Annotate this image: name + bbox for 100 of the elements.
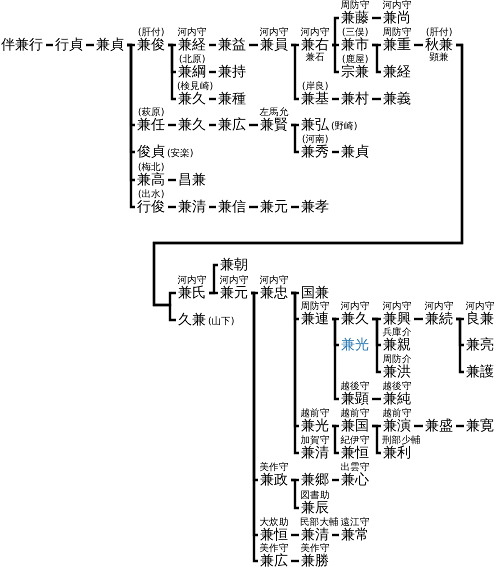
title-annotation: (梅北) xyxy=(138,162,164,173)
person-name: 兼綱 xyxy=(178,64,206,80)
person-name: 兼経 xyxy=(383,64,411,80)
person-name: 兼市 xyxy=(341,37,369,53)
person-name: 兼久 xyxy=(341,311,369,327)
title-annotation: 周防守 xyxy=(340,0,370,11)
lineage-line xyxy=(332,318,339,400)
person-name: 兼利 xyxy=(383,445,411,461)
person-name: 兼孝 xyxy=(301,199,329,215)
title-annotation: (山下) xyxy=(208,316,234,327)
person-name: 宗兼 xyxy=(341,64,369,80)
lineage-line xyxy=(332,98,339,100)
title-annotation: 刑部少輔 xyxy=(382,435,421,446)
title-annotation: 越前守 xyxy=(340,408,370,419)
person-name: 兼広 xyxy=(218,117,246,133)
lineage-line xyxy=(291,534,299,536)
person-name: 兼員 xyxy=(260,37,288,53)
title-annotation: (三俣) xyxy=(342,27,368,38)
person-name: 兼経 xyxy=(178,37,206,53)
lineage-line xyxy=(209,124,216,126)
title-annotation: 加賀守 xyxy=(300,435,330,446)
title-annotation: 河内守 xyxy=(177,275,207,286)
person-name: 兼秀 xyxy=(301,144,329,160)
person-name: 兼郷 xyxy=(301,472,329,488)
lineage-line xyxy=(209,292,218,294)
person-name: 兼演 xyxy=(383,418,411,434)
title-annotation: 周防守 xyxy=(382,27,412,38)
lineage-line xyxy=(372,16,381,20)
person-name: 兼久 xyxy=(178,91,206,107)
person-name: 兼久 xyxy=(178,117,206,133)
lineage-line xyxy=(456,318,464,374)
title-annotation: 顕兼 xyxy=(429,52,449,63)
person-name: 兼亮 xyxy=(466,337,494,353)
title-annotation: (肝付) xyxy=(138,27,164,38)
person-name: 昌兼 xyxy=(178,172,206,188)
title-annotation: (萩原) xyxy=(138,107,164,118)
lineage-line xyxy=(372,398,381,400)
person-name: 俊貞 xyxy=(137,144,165,160)
person-name: 兼持 xyxy=(218,64,246,80)
person-name: 兼清 xyxy=(301,445,329,461)
person-name: 兼基 xyxy=(301,91,329,107)
person-name: 兼続 xyxy=(425,311,453,327)
title-annotation: 河内守 xyxy=(424,301,454,312)
title-annotation: 越後守 xyxy=(340,381,370,392)
person-name: 兼辰 xyxy=(301,500,329,516)
person-name: 兼貞 xyxy=(96,37,124,53)
lineage-line xyxy=(46,44,53,46)
title-annotation: (鹿屋) xyxy=(342,54,368,65)
person-name: 兼顕 xyxy=(341,391,369,407)
lineage-line xyxy=(291,206,299,208)
title-annotation: 河内守 xyxy=(219,275,249,286)
lineage-line xyxy=(332,44,339,74)
person-name: 兼貞 xyxy=(341,144,369,160)
title-annotation: 周防守 xyxy=(300,301,330,312)
person-name: 兼純 xyxy=(383,391,411,407)
person-name: 兼清 xyxy=(178,199,206,215)
lineage-line xyxy=(372,318,381,374)
lineage-line xyxy=(168,44,176,100)
person-name: 兼常 xyxy=(341,527,369,543)
person-name: 兼洪 xyxy=(383,364,411,380)
title-annotation: (検見崎) xyxy=(177,81,213,92)
person-name: 兼国 xyxy=(341,418,369,434)
title-annotation: 兵庫介 xyxy=(382,327,412,338)
lineage-line xyxy=(456,424,464,428)
person-name: 兼光 xyxy=(301,418,329,434)
lineage-line xyxy=(332,478,339,482)
person-name: 兼恒 xyxy=(260,527,288,543)
title-annotation: 河内守 xyxy=(259,275,289,286)
lineage-line xyxy=(291,560,299,562)
person-name: 兼村 xyxy=(341,91,369,107)
person-name: 兼義 xyxy=(383,91,411,107)
lineage-line xyxy=(168,206,176,208)
lineage-line xyxy=(291,292,299,454)
person-name: 兼元 xyxy=(260,199,288,215)
title-annotation: 遠江守 xyxy=(340,517,370,528)
lineage-line xyxy=(249,206,258,208)
lineage-line xyxy=(332,150,339,154)
person-name: 兼右 xyxy=(301,37,329,53)
person-name: 兼俊 xyxy=(137,37,165,53)
title-annotation: 美作守 xyxy=(259,462,289,473)
title-annotation: 河内守 xyxy=(340,301,370,312)
person-name: 兼種 xyxy=(218,91,246,107)
lineage-line xyxy=(291,44,299,100)
person-name: 兼尚 xyxy=(383,10,411,26)
lineage-line xyxy=(249,124,258,126)
person-name: 久兼 xyxy=(178,312,206,328)
person-name: 兼親 xyxy=(383,337,411,353)
title-annotation: (野崎) xyxy=(331,121,358,132)
lineage-line xyxy=(372,424,381,454)
title-annotation: 紀伊守 xyxy=(340,435,370,446)
person-name: 兼忠 xyxy=(260,285,288,301)
person-name: 兼任 xyxy=(137,117,165,133)
title-annotation: (河南) xyxy=(302,134,328,145)
title-annotation: 図書助 xyxy=(300,490,330,501)
title-annotation: 越後守 xyxy=(382,381,412,392)
title-annotation: 越前守 xyxy=(300,408,330,419)
lineage-line xyxy=(332,534,339,536)
person-name: 国兼 xyxy=(301,285,329,301)
person-name: 兼清 xyxy=(301,527,329,543)
person-name: 良兼 xyxy=(466,311,494,327)
